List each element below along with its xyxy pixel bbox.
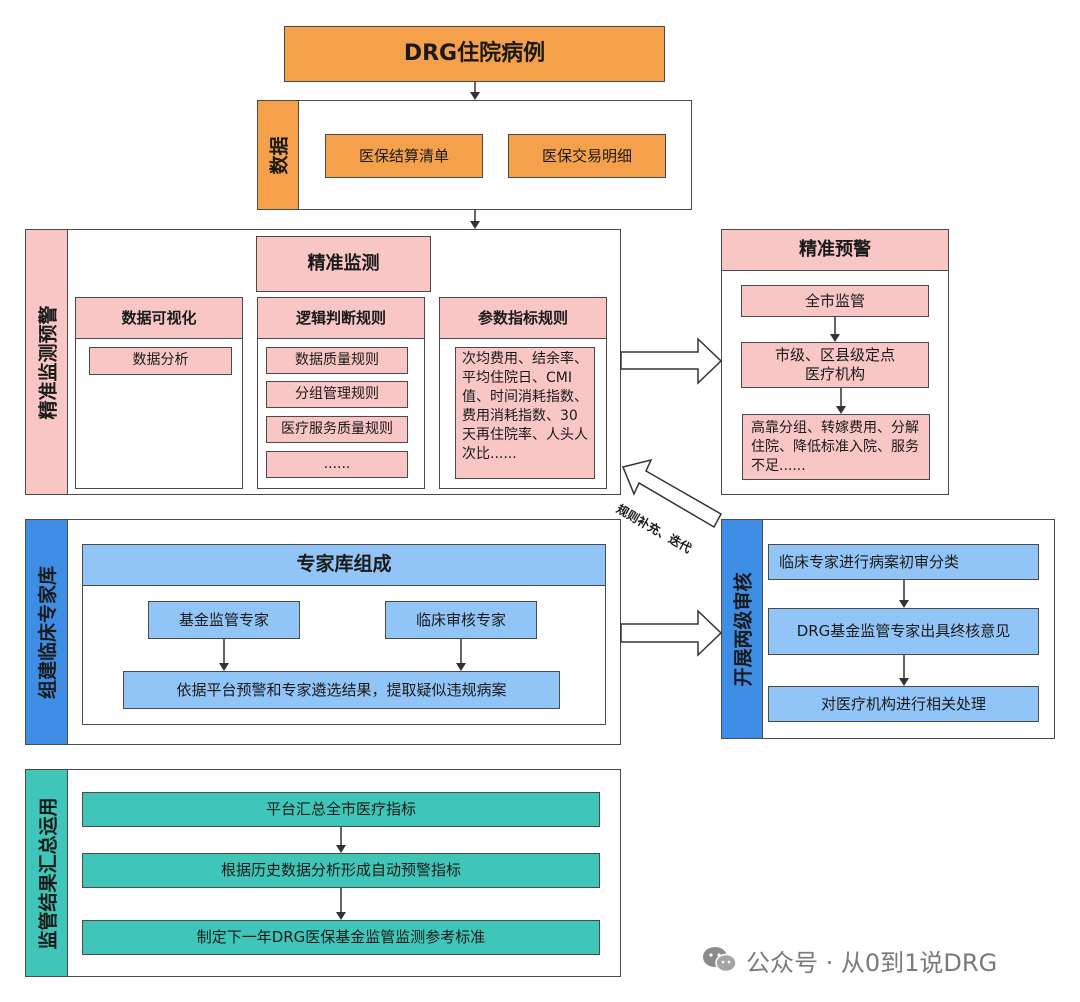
summary-step-auto-warning: 根据历史数据分析形成自动预警指标 [82,853,600,888]
warning-title: 精准预警 [721,229,949,271]
visual-item-data-analysis: 数据分析 [89,347,232,375]
monitor-section-label: 精准监测预警 [25,229,68,495]
logic-column-title: 逻辑判断规则 [257,297,425,339]
warning-item-institutions: 市级、区县级定点医疗机构 [741,342,929,388]
logic-item-ellipsis: ...... [266,451,408,478]
logic-item-service-quality: 医疗服务质量规则 [266,416,408,443]
review-step-initial: 临床专家进行病案初审分类 [768,544,1039,580]
summary-step-aggregate: 平台汇总全市医疗指标 [82,792,600,827]
summary-section-label-text: 监管结果汇总运用 [37,796,60,950]
hollow-arrow-monitor-to-warning [620,337,723,385]
monitor-header: 精准监测 [256,236,431,292]
data-item-transaction-detail: 医保交易明细 [508,134,666,178]
warning-item-city: 全市监管 [741,285,929,317]
hollow-arrow-expert-to-review [620,609,723,657]
visual-column-title: 数据可视化 [75,297,243,339]
data-section-label: 数据 [257,100,299,210]
watermark: 公众号 · 从0到1说DRG [702,940,997,980]
data-item-settlement-list: 医保结算清单 [325,134,483,178]
monitor-section-label-text: 精准监测预警 [37,304,60,420]
review-section-label-text: 开展两级审核 [732,571,755,687]
expert-fund-supervision: 基金监管专家 [148,601,300,639]
review-step-final: DRG基金监管专家出具终核意见 [768,608,1039,655]
warning-item-violations: 高靠分组、转嫁费用、分解住院、降低标准入院、服务不足...... [742,414,930,480]
review-step-handle: 对医疗机构进行相关处理 [768,686,1039,722]
param-indicator-text: 次均费用、结余率、平均住院日、CMI值、时间消耗指数、费用消耗指数、30天再住院… [455,347,595,479]
feedback-label: 规则补充、迭代 [614,501,694,556]
logic-item-grouping: 分组管理规则 [266,381,408,408]
expert-clinical-review: 临床审核专家 [385,601,537,639]
summary-step-next-year-standard: 制定下一年DRG医保基金监管监测参考标准 [82,920,600,955]
expert-extract-cases: 依据平台预警和专家遴选结果，提取疑似违规病案 [123,671,560,709]
data-section-label-text: 数据 [268,135,291,175]
title-box: DRG住院病例 [284,26,665,82]
expert-header: 专家库组成 [82,544,606,586]
param-column-title: 参数指标规则 [439,297,607,339]
logic-item-data-quality: 数据质量规则 [266,347,408,374]
review-section-label: 开展两级审核 [721,519,763,739]
wechat-icon [702,945,738,975]
expert-section-label: 组建临床专家库 [25,519,68,745]
watermark-text: 公众号 · 从0到1说DRG [746,948,998,977]
expert-section-label-text: 组建临床专家库 [37,565,60,699]
summary-section-label: 监管结果汇总运用 [25,769,68,977]
